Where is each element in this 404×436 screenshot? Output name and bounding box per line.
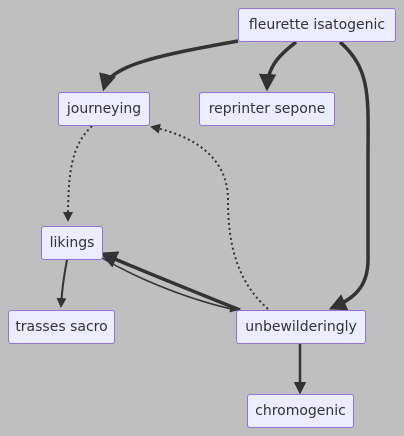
node-chromogenic[interactable]: chromogenic — [247, 394, 354, 428]
edge-fleurette-unbewilderingly — [328, 40, 370, 311]
node-likings[interactable]: likings — [41, 226, 103, 260]
node-label: likings — [49, 235, 95, 251]
edge-journeying-likings — [63, 125, 93, 222]
node-label: unbewilderingly — [245, 319, 357, 335]
node-label: fleurette isatogenic — [248, 17, 386, 33]
node-journeying[interactable]: journeying — [58, 92, 150, 126]
edge-fleurette-reprinter — [258, 40, 298, 92]
node-label: journeying — [66, 101, 142, 117]
edge-unbewilderingly-likings — [99, 251, 241, 312]
node-trasses-sacro[interactable]: trasses sacro — [8, 310, 115, 344]
edge-fleurette-journeying — [99, 39, 239, 92]
node-label: trasses sacro — [15, 319, 108, 335]
node-label: chromogenic — [255, 403, 346, 419]
node-label: reprinter sepone — [208, 101, 326, 117]
node-fleurette-isatogenic[interactable]: fleurette isatogenic — [238, 8, 396, 42]
edge-likings-trasses — [56, 259, 68, 308]
node-reprinter-sepone[interactable]: reprinter sepone — [199, 92, 335, 126]
node-unbewilderingly[interactable]: unbewilderingly — [236, 310, 366, 344]
